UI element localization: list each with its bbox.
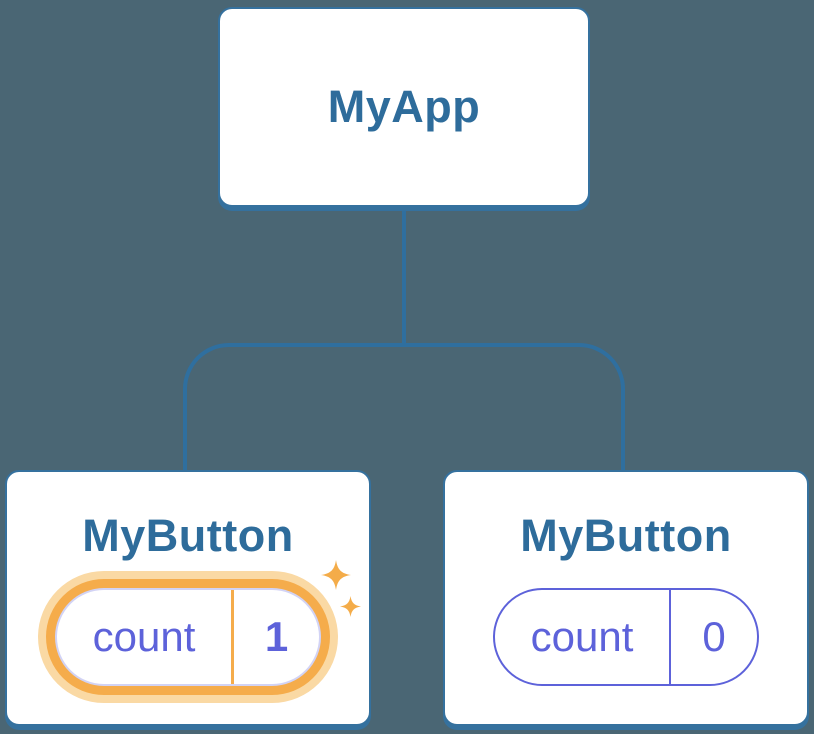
- sparkles-icon: [321, 560, 377, 624]
- state-pill-divider: [669, 590, 671, 684]
- child-node-label: MyButton: [82, 510, 294, 561]
- root-node-label: MyApp: [327, 81, 481, 132]
- root-node-myapp: MyApp: [218, 7, 590, 207]
- state-value: 0: [702, 613, 726, 660]
- sparkle-large-icon: [321, 560, 351, 590]
- state-pill-divider: [231, 590, 234, 684]
- sparkle-small-icon: [340, 596, 361, 617]
- child-node-mybutton-left: MyButton count 1: [5, 470, 371, 726]
- state-value: 1: [264, 613, 289, 660]
- state-name: count: [92, 613, 196, 660]
- state-pill: count 0: [493, 588, 759, 686]
- root-connector-line: [402, 207, 406, 345]
- state-pill-highlighted: count 1: [55, 588, 321, 686]
- state-name: count: [530, 613, 634, 660]
- children-connector-bracket: [183, 343, 625, 470]
- child-node-label: MyButton: [520, 510, 732, 561]
- child-node-mybutton-right: MyButton count 0: [443, 470, 809, 726]
